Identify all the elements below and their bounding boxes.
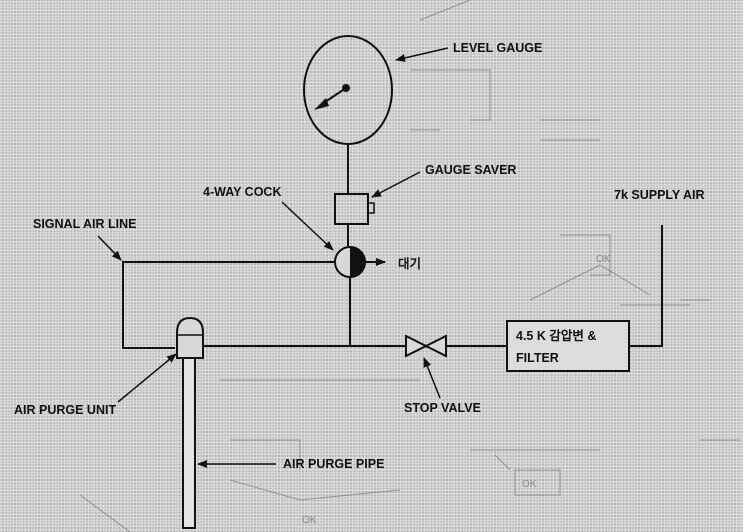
stop-valve-right xyxy=(423,334,447,358)
level-gauge-label: LEVEL GAUGE xyxy=(453,41,542,55)
air-purge-unit-label: AIR PURGE UNIT xyxy=(14,403,116,417)
stop-valve-left xyxy=(405,334,429,358)
level-gauge-leader xyxy=(395,47,449,62)
background-ok-mark: OK xyxy=(302,515,317,526)
level-gauge-needle-tip xyxy=(314,98,329,110)
stop-valve-leader xyxy=(423,357,441,399)
gauge-saver xyxy=(334,193,375,225)
background-ok-mark: OK xyxy=(596,254,611,265)
four-way-cock-label: 4-WAY COCK xyxy=(203,185,282,199)
four-way-cock-leader xyxy=(281,201,334,251)
stop-valve xyxy=(405,334,447,358)
signal-air-line-label: SIGNAL AIR LINE xyxy=(33,217,136,231)
signal-air-line-leader xyxy=(97,235,122,261)
supply-air-label: 7k SUPPLY AIR xyxy=(614,188,705,202)
level-gauge xyxy=(303,35,393,145)
gauge-saver-label: GAUGE SAVER xyxy=(425,163,516,177)
supply-air-line xyxy=(629,225,663,347)
signal-air-line xyxy=(122,261,335,349)
air-purge-pipe-label: AIR PURGE PIPE xyxy=(283,457,384,471)
reducer-filter-box xyxy=(506,320,630,372)
background-ok-mark: OK xyxy=(522,479,537,490)
gauge-saver-port xyxy=(367,202,375,214)
reducer-label-line2: FILTER xyxy=(516,351,559,365)
stop-valve-label: STOP VALVE xyxy=(404,401,481,415)
atmosphere-label: 대기 xyxy=(398,256,421,271)
air-purge-unit-body xyxy=(176,316,204,359)
gauge-saver-leader xyxy=(371,171,421,198)
gauge-saver-body xyxy=(334,193,369,225)
background-artifacts: OK OK OK xyxy=(79,0,740,532)
air-purge-unit xyxy=(176,316,204,359)
four-way-cock-half xyxy=(350,247,365,277)
air-purge-unit-leader xyxy=(117,353,177,403)
air-purge-pipe xyxy=(182,357,196,529)
four-way-cock xyxy=(334,246,366,278)
reducer-label-line1: 4.5 K 감압변 & xyxy=(516,328,596,343)
